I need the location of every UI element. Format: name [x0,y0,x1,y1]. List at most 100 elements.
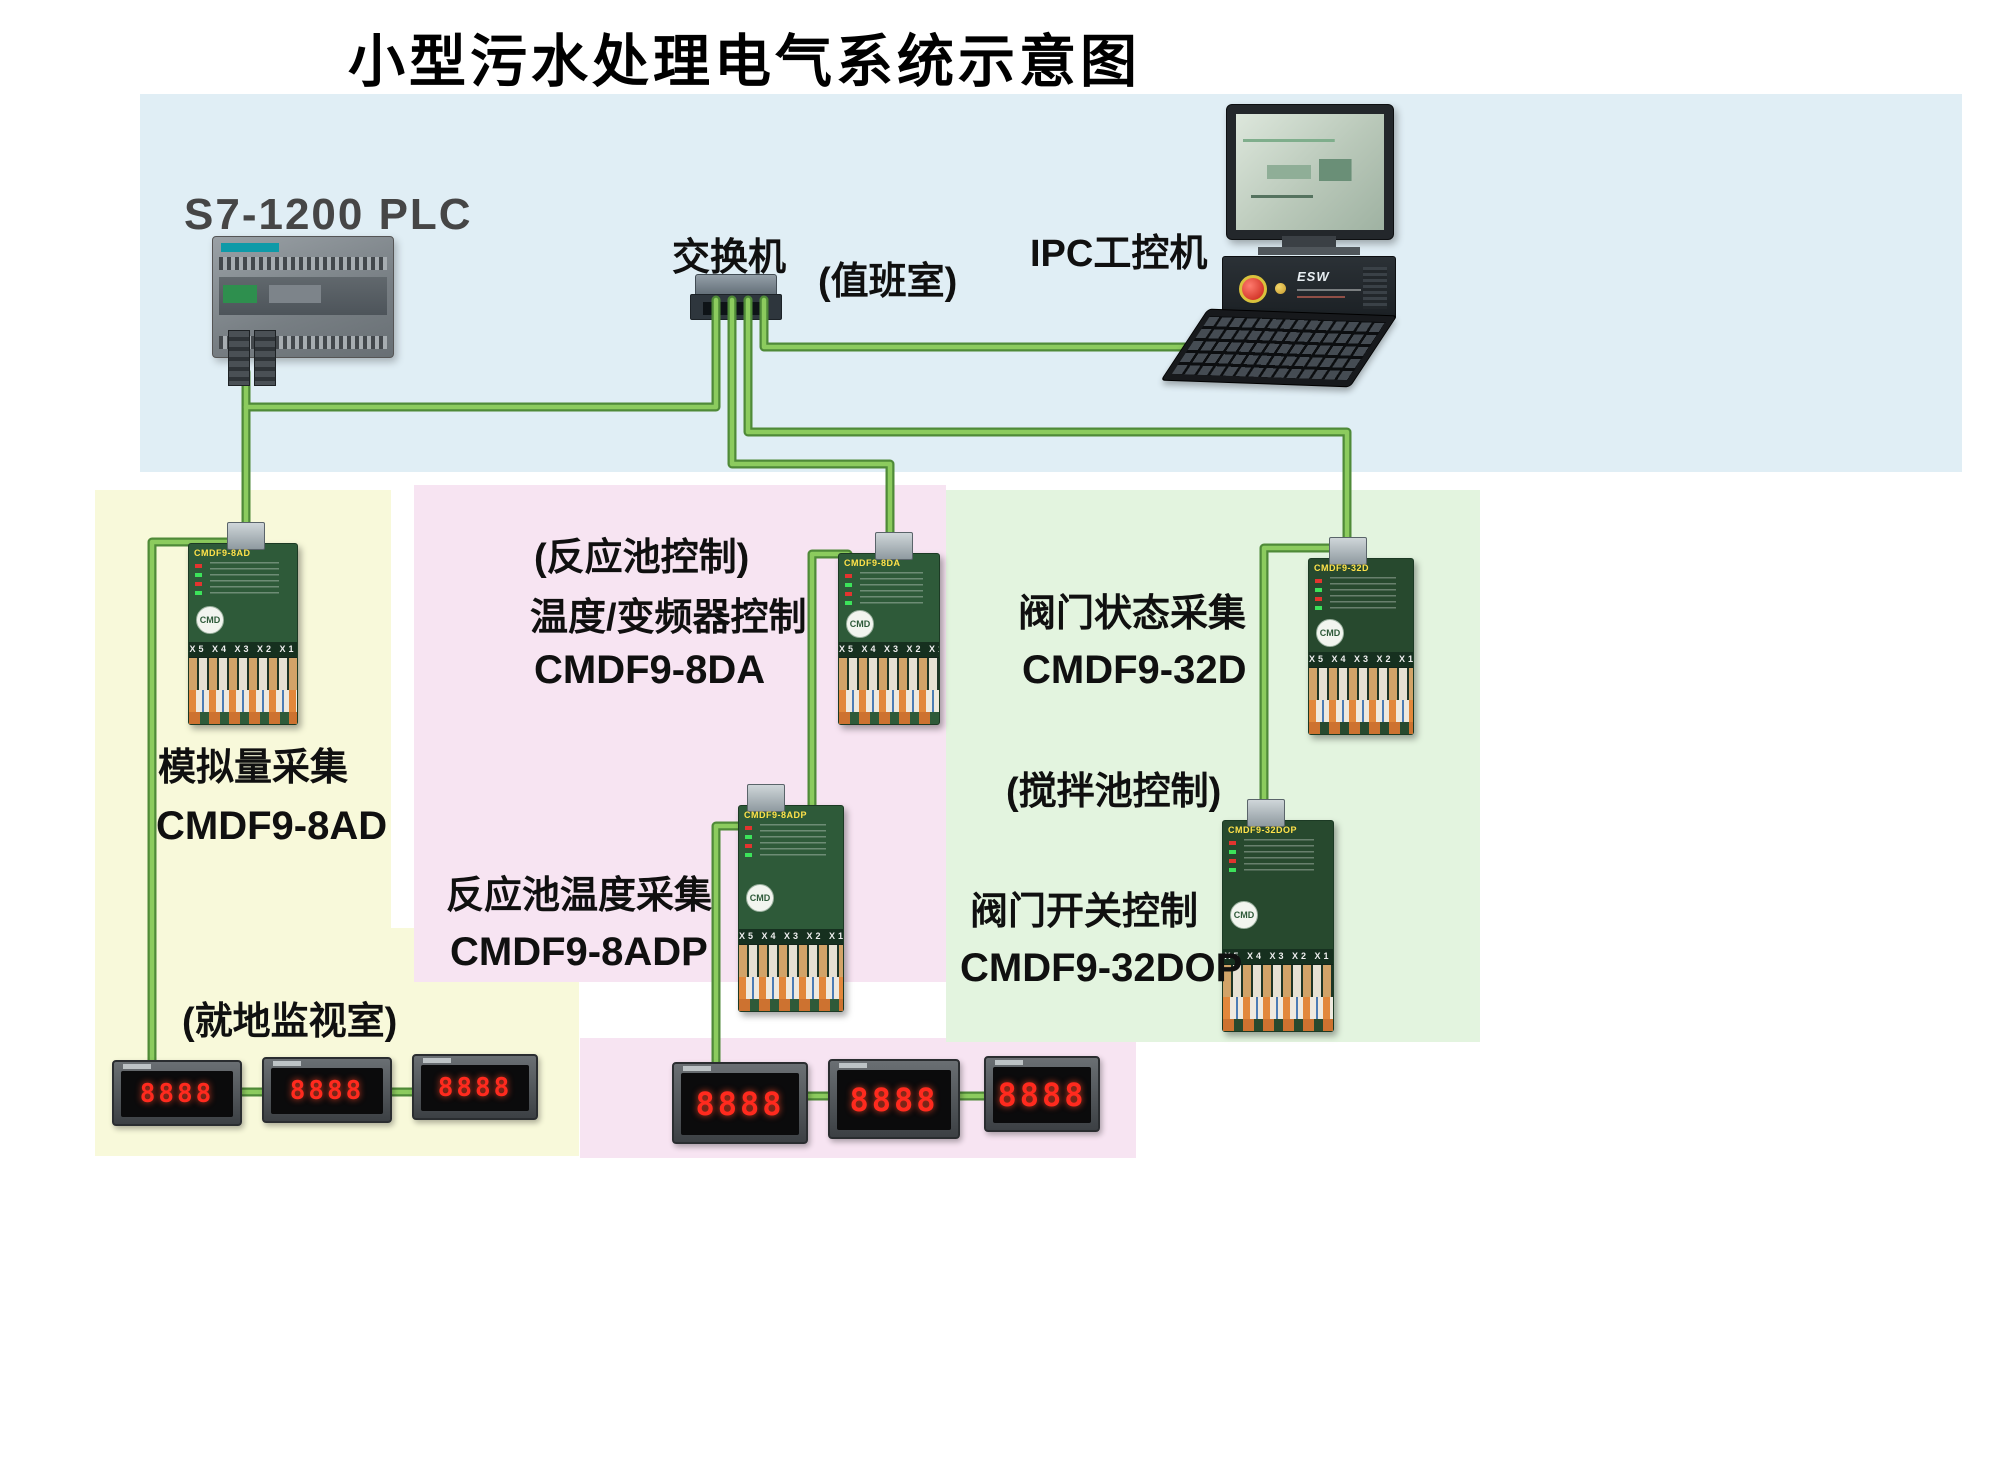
status-leds [1315,579,1322,615]
duty-room-label: (值班室) [818,261,958,303]
status-leds [1229,841,1236,877]
terminal-block: X5 X4 X3 X2 X1 [739,929,843,1011]
temp-vfd-label: 温度/变频器控制 [530,597,807,639]
meter-brand-chip [423,1058,451,1063]
plc-front-panel [219,277,387,315]
valve-switch-control-label: 阀门开关控制 [970,891,1199,933]
meter-digits: 8888 [997,1076,1087,1114]
terminal-block: X5 X4 X3 X2 X1 [839,642,939,724]
plc-status-led-block [223,285,257,303]
module-cmdf9-8da: CMDF9-8DA CMD X5 X4 X3 X2 X1 [838,532,940,725]
cmd-logo: CMD [846,610,874,638]
cmd-logo: CMD [1230,901,1258,929]
terminal-group-labels: X5 X4 X3 X2 X1 [189,642,297,657]
meter-display: 8888 [421,1065,529,1111]
meter-display: 8888 [837,1070,951,1130]
status-leds [845,574,852,610]
meter-display: 8888 [681,1073,799,1135]
module-model-text: CMDF9-32D [1314,563,1370,573]
meter-digits: 8888 [289,1076,365,1106]
plc-device [212,236,394,386]
cmd-logo: CMD [1316,619,1344,647]
terminal-group-labels: X5 X4 X3 X2 X1 [839,642,939,657]
plc-bus-connector [254,330,276,386]
plc-terminal-row-top [219,257,387,270]
terminal-strip [1223,964,1333,997]
panel-meter: 8888 [828,1059,960,1139]
module-printed-text [1244,839,1314,875]
meter-display: 8888 [271,1068,383,1114]
wire-clamps [1309,700,1413,722]
reactor-control-label: (反应池控制) [534,537,750,579]
module-printed-text [860,572,923,608]
terminal-block: X5 X4 X3 X2 X1 [1309,652,1413,734]
ad-model-label: CMDF9-8AD [156,804,388,848]
mounting-tabs [1223,1019,1333,1031]
panel-meter: 8888 [262,1057,392,1123]
meter-brand-chip [995,1060,1023,1065]
panel-meter: 8888 [412,1054,538,1120]
plc-card-slot [269,285,321,303]
meter-display: 8888 [121,1071,233,1117]
ipc-unit-text-line [1297,289,1361,291]
meter-display: 8888 [993,1067,1091,1123]
terminal-strip [739,944,843,977]
cmd-logo: CMD [196,606,224,634]
meter-digits: 8888 [849,1081,939,1119]
module-model-text: CMDF9-8DA [844,558,901,568]
local-room-label: (就地监视室) [182,1001,398,1043]
control-room-region [140,94,1962,472]
diagram-title: 小型污水处理电气系统示意图 [348,30,1141,94]
cmd-logo: CMD [746,884,774,912]
dop-model-label: CMDF9-32DOP [960,946,1243,990]
panel-meter: 8888 [672,1062,808,1144]
mounting-tabs [839,712,939,724]
terminal-group-labels: X5 X4 X3 X2 X1 [739,929,843,944]
mounting-tabs [739,999,843,1011]
status-leds [745,826,752,862]
terminal-block: X5 X4 X3 X2 X1 [189,642,297,724]
module-face: CMDF9-8ADP CMD [739,806,843,1011]
mixing-control-label: (搅拌池控制) [1006,771,1222,813]
ipc-unit-label: ESW [1297,269,1330,284]
bus-connector [1329,537,1367,565]
da-model-label: CMDF9-8DA [534,648,766,692]
module-model-text: CMDF9-8AD [194,548,251,558]
monitor-base [1258,247,1360,255]
reactor-temp-label: 反应池温度采集 [446,875,713,917]
monitor-stand [1282,236,1336,248]
ipc-unit-text-line [1297,296,1345,298]
terminal-strip [839,657,939,690]
meter-digits: 8888 [437,1073,513,1103]
module-cmdf9-32dop: CMDF9-32DOP CMD X5 X4 X3 X2 X1 [1222,799,1334,1032]
vent-grille [1363,267,1387,309]
switch-front-panel [690,294,782,320]
wire-clamps [1223,997,1333,1019]
ipc-label: IPC工控机 [1030,233,1208,275]
meter-brand-chip [683,1066,711,1071]
module-face: CMDF9-32D CMD [1309,559,1413,734]
plc-brand-badge [221,243,279,252]
plc-label: S7-1200 PLC [184,190,473,239]
status-leds [195,564,202,600]
module-face: CMDF9-8AD CMD [189,544,297,724]
wire-clamps [839,690,939,712]
terminal-block: X5 X4 X3 X2 X1 [1223,949,1333,1031]
scada-screen-content [1236,114,1384,230]
valve-status-label: 阀门状态采集 [1018,593,1247,635]
analog-acquisition-label: 模拟量采集 [158,747,349,789]
panel-meter: 8888 [984,1056,1100,1132]
ipc-monitor [1226,104,1394,240]
module-printed-text [760,824,826,860]
module-face: CMDF9-8DA CMD [839,554,939,724]
module-cmdf9-8ad: CMDF9-8AD CMD X5 X4 X3 X2 X1 [188,522,298,725]
ipc-screen [1236,114,1384,230]
bus-connector [1247,799,1285,827]
wire-clamps [189,690,297,712]
terminal-group-labels: X5 X4 X3 X2 X1 [1309,652,1413,667]
ipc-workstation: ESW [1160,104,1398,394]
switch-label: 交换机 [672,237,787,279]
plc-bus-connector [228,330,250,386]
adp-model-label: CMDF9-8ADP [450,930,708,974]
